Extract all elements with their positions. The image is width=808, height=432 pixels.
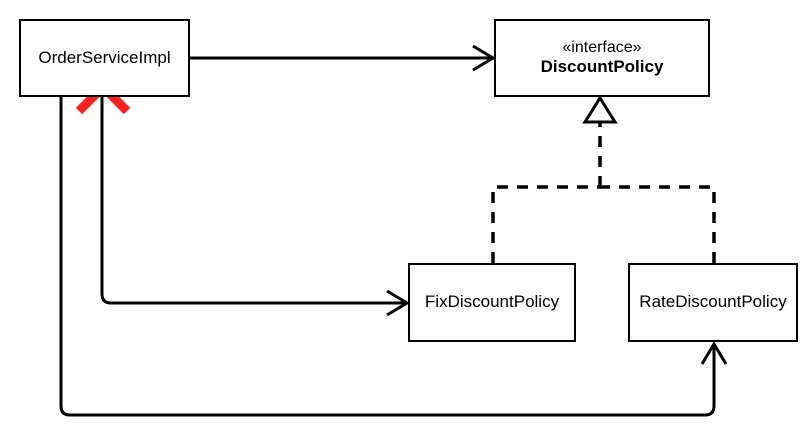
hollow-triangle-icon [582, 95, 618, 124]
class-box-ratediscountpolicy[interactable]: RateDiscountPolicy [628, 263, 798, 342]
class-name-ratediscountpolicy: RateDiscountPolicy [639, 292, 787, 312]
edge-impl-to-fix [100, 97, 410, 317]
edge-impl-to-rate [59, 97, 728, 417]
class-box-discountpolicy[interactable]: «interface» DiscountPolicy [494, 19, 710, 97]
edge-rate-implements-policy [600, 185, 716, 263]
class-name-discountpolicy: DiscountPolicy [540, 57, 664, 77]
class-box-fixdiscountpolicy[interactable]: FixDiscountPolicy [408, 263, 576, 342]
class-name-orderserviceimpl: OrderServiceImpl [38, 47, 171, 67]
stereotype-interface: «interface» [562, 38, 642, 56]
edge-impl-to-policy [190, 44, 496, 72]
edge-fix-implements-policy [491, 185, 600, 263]
class-name-fixdiscountpolicy: FixDiscountPolicy [424, 292, 560, 312]
class-box-orderserviceimpl[interactable]: OrderServiceImpl [19, 19, 190, 97]
